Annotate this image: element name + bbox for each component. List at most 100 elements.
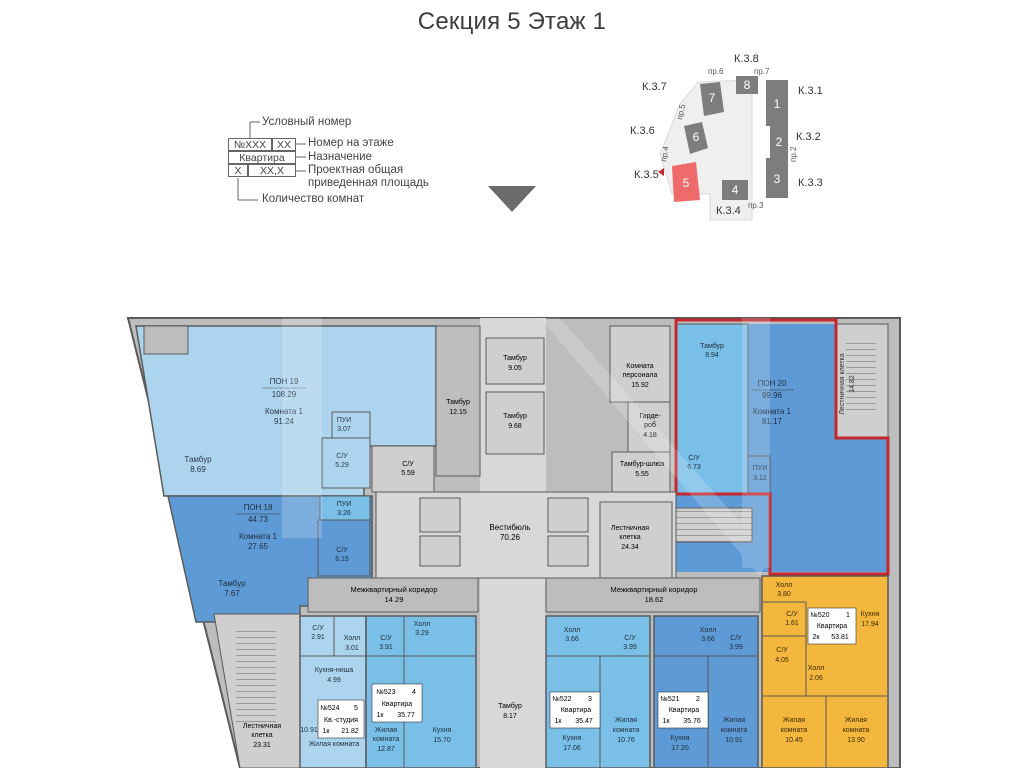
svg-text:99.96: 99.96 xyxy=(762,391,783,400)
svg-text:23.31: 23.31 xyxy=(253,742,271,749)
svg-text:С/У: С/У xyxy=(786,611,798,618)
svg-text:3.66: 3.66 xyxy=(701,636,715,643)
svg-text:2.06: 2.06 xyxy=(809,675,823,682)
svg-text:1к: 1к xyxy=(323,728,331,735)
keymap-label-k31: К.3.1 xyxy=(798,85,823,97)
keymap-section-7[interactable]: 7 xyxy=(700,82,724,116)
svg-text:18.62: 18.62 xyxy=(645,595,664,604)
svg-text:3.12: 3.12 xyxy=(753,475,767,482)
svg-text:10.91: 10.91 xyxy=(725,737,743,744)
keymap-section-4[interactable]: 4 xyxy=(722,180,748,200)
svg-text:6: 6 xyxy=(693,130,700,144)
svg-text:С/У: С/У xyxy=(312,625,324,632)
svg-text:Квартира: Квартира xyxy=(669,707,699,714)
svg-text:Холл: Холл xyxy=(776,582,793,589)
svg-text:10.76: 10.76 xyxy=(617,737,635,744)
svg-text:комната: комната xyxy=(781,727,808,734)
keymap-marker-icon xyxy=(658,168,664,176)
svg-text:С/У: С/У xyxy=(402,461,414,468)
svg-text:10.45: 10.45 xyxy=(785,737,803,744)
svg-text:1: 1 xyxy=(774,97,781,111)
svg-text:9.68: 9.68 xyxy=(508,423,522,430)
section-keymap: 1 2 3 4 5 6 7 8 К.3.1 К.3.2 К.3.3 К.3.4 … xyxy=(630,53,823,221)
svg-text:ПУИ: ПУИ xyxy=(753,465,768,472)
svg-text:№522: №522 xyxy=(552,696,571,703)
room-tambur-817: Тамбур 8.17 xyxy=(498,702,522,720)
legend-label-rooms: Количество комнат xyxy=(262,193,365,205)
svg-text:Квартира: Квартира xyxy=(817,623,847,630)
svg-text:С/У: С/У xyxy=(730,635,742,642)
svg-text:Тамбур: Тамбур xyxy=(700,342,724,350)
svg-text:10.91: 10.91 xyxy=(300,727,318,734)
svg-text:№524: №524 xyxy=(320,705,339,712)
svg-text:Жилая: Жилая xyxy=(783,717,805,724)
keymap-section-1[interactable]: 1 xyxy=(766,80,788,126)
svg-text:С/У: С/У xyxy=(336,547,348,554)
svg-text:17.20: 17.20 xyxy=(671,745,689,752)
apartment-521[interactable]: Холл 3.66 С/У 3.99 №521 2 Квартира 1к 35… xyxy=(653,615,759,768)
svg-text:Межквартирный коридор: Межквартирный коридор xyxy=(610,585,697,594)
svg-text:53.81: 53.81 xyxy=(831,634,849,641)
svg-text:3.66: 3.66 xyxy=(565,636,579,643)
svg-text:2: 2 xyxy=(776,135,783,149)
svg-text:44.73: 44.73 xyxy=(248,515,269,524)
apartment-522[interactable]: Холл 3.66 С/У 3.99 №522 3 Квартира 1к 35… xyxy=(545,615,651,768)
svg-text:Холл: Холл xyxy=(344,635,361,642)
legend-label-purpose: Назначение xyxy=(308,151,372,163)
svg-text:9.05: 9.05 xyxy=(508,365,522,372)
svg-text:91.24: 91.24 xyxy=(274,417,295,426)
svg-text:Комната 1: Комната 1 xyxy=(753,407,792,416)
svg-text:ПУИ: ПУИ xyxy=(337,417,352,424)
legend-box-floor: XX xyxy=(272,138,296,151)
svg-text:8.17: 8.17 xyxy=(503,713,517,720)
apartment-523[interactable]: С/У 3.91 Холл 3.29 №523 4 Квартира 1к 35… xyxy=(365,615,477,768)
svg-text:4.05: 4.05 xyxy=(775,657,789,664)
svg-text:1к: 1к xyxy=(555,718,563,725)
svg-text:3.26: 3.26 xyxy=(337,510,351,517)
svg-text:3.01: 3.01 xyxy=(345,645,359,652)
svg-text:2: 2 xyxy=(696,696,700,703)
keymap-section-6[interactable]: 6 xyxy=(684,122,708,154)
unit-pon19[interactable]: ПОН 19 108.29 Комната 1 91.24 Тамбур 8.6… xyxy=(135,325,437,497)
room-staff: Комната персонала 15.92 xyxy=(609,325,671,403)
svg-text:1.61: 1.61 xyxy=(785,620,799,627)
svg-text:3.99: 3.99 xyxy=(623,644,637,651)
svg-text:3.91: 3.91 xyxy=(379,644,393,651)
svg-text:Кухня-ниша: Кухня-ниша xyxy=(315,667,353,674)
keymap-section-3[interactable]: 3 xyxy=(766,158,788,198)
svg-text:6.15: 6.15 xyxy=(335,556,349,563)
svg-text:комната: комната xyxy=(721,727,748,734)
svg-text:Жилая: Жилая xyxy=(723,717,745,724)
svg-text:Жилая комната: Жилая комната xyxy=(309,741,360,748)
svg-text:35.76: 35.76 xyxy=(683,718,701,725)
apartment-520[interactable]: Холл 3.80 С/У 1.61 №520 1 Квартира 2к 53… xyxy=(761,575,889,768)
keymap-section-8[interactable]: 8 xyxy=(736,76,758,94)
svg-text:35.47: 35.47 xyxy=(575,718,593,725)
keymap-section-2[interactable]: 2 xyxy=(770,126,788,158)
svg-text:14.29: 14.29 xyxy=(385,595,404,604)
keymap-passage-pr6: пр.6 xyxy=(708,67,724,76)
svg-text:8.69: 8.69 xyxy=(190,465,206,474)
svg-text:1к: 1к xyxy=(377,712,385,719)
svg-text:81.17: 81.17 xyxy=(762,417,783,426)
svg-text:2.91: 2.91 xyxy=(311,634,325,641)
room-tambur-shluz: Тамбур-шлюз 5.55 xyxy=(611,451,671,495)
svg-text:Комната: Комната xyxy=(626,363,654,370)
svg-text:Тамбур: Тамбур xyxy=(184,455,212,464)
keymap-label-k32: К.3.2 xyxy=(796,131,821,143)
legend-box-number: №XXX xyxy=(228,138,272,151)
keymap-passage-pr7: пр.7 xyxy=(754,67,770,76)
svg-text:Квартира: Квартира xyxy=(561,707,591,714)
direction-arrow-icon xyxy=(488,186,536,212)
svg-text:5: 5 xyxy=(683,176,690,190)
keymap-passage-pr2: пр.2 xyxy=(789,146,798,162)
svg-text:комната: комната xyxy=(613,727,640,734)
svg-text:5.29: 5.29 xyxy=(335,462,349,469)
keymap-section-5[interactable]: 5 xyxy=(672,162,700,202)
apartment-524[interactable]: С/У 2.91 Холл 3.01 Кухня-ниша 4.99 №524 … xyxy=(299,615,367,768)
corridor-1429: Межквартирный коридор 14.29 xyxy=(307,577,479,613)
svg-text:21.82: 21.82 xyxy=(341,728,359,735)
svg-text:Холл: Холл xyxy=(564,627,581,634)
svg-text:Вестибюль: Вестибюль xyxy=(489,523,530,532)
svg-text:12.87: 12.87 xyxy=(377,746,395,753)
